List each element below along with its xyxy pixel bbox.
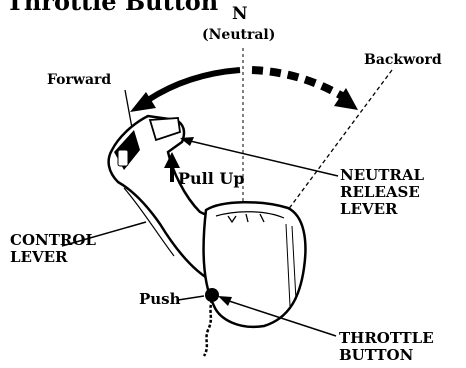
neutral-label: (Neutral) (202, 28, 275, 42)
throttle-button-label-line: BUTTON (339, 347, 434, 364)
backward-arc-arrow (252, 70, 342, 96)
forward-arc-arrow (148, 70, 240, 100)
neutral-release-lever-label-line: NEUTRAL (340, 167, 424, 184)
throttle-button-label-line: THROTTLE (339, 330, 434, 347)
forward-axis-line (125, 90, 132, 128)
diagram-title: Throttle Button (6, 0, 218, 14)
lanyard-cord (204, 300, 212, 356)
push-label: Push (139, 292, 181, 307)
backward-label: Backword (364, 53, 442, 67)
push-leader (178, 296, 204, 300)
control-lever-label-line: CONTROL (10, 232, 96, 249)
neutral-release-lever-label-line: RELEASE (340, 184, 424, 201)
neutral-release-lever-label-line: LEVER (340, 201, 424, 218)
control-housing (204, 202, 306, 327)
backward-arrowhead (334, 88, 358, 110)
throttle-button-label: THROTTLE BUTTON (339, 330, 434, 364)
control-lever-label-line: LEVER (10, 249, 96, 266)
forward-label: Forward (47, 73, 111, 87)
throttle-button-knob (205, 288, 219, 302)
neutral-letter-label: N (232, 6, 248, 23)
lever-grip-detail (118, 150, 128, 166)
pull-up-label: Pull Up (178, 171, 245, 187)
control-lever-label: CONTROL LEVER (10, 232, 96, 266)
neutral-release-lever-label: NEUTRAL RELEASE LEVER (340, 167, 424, 218)
